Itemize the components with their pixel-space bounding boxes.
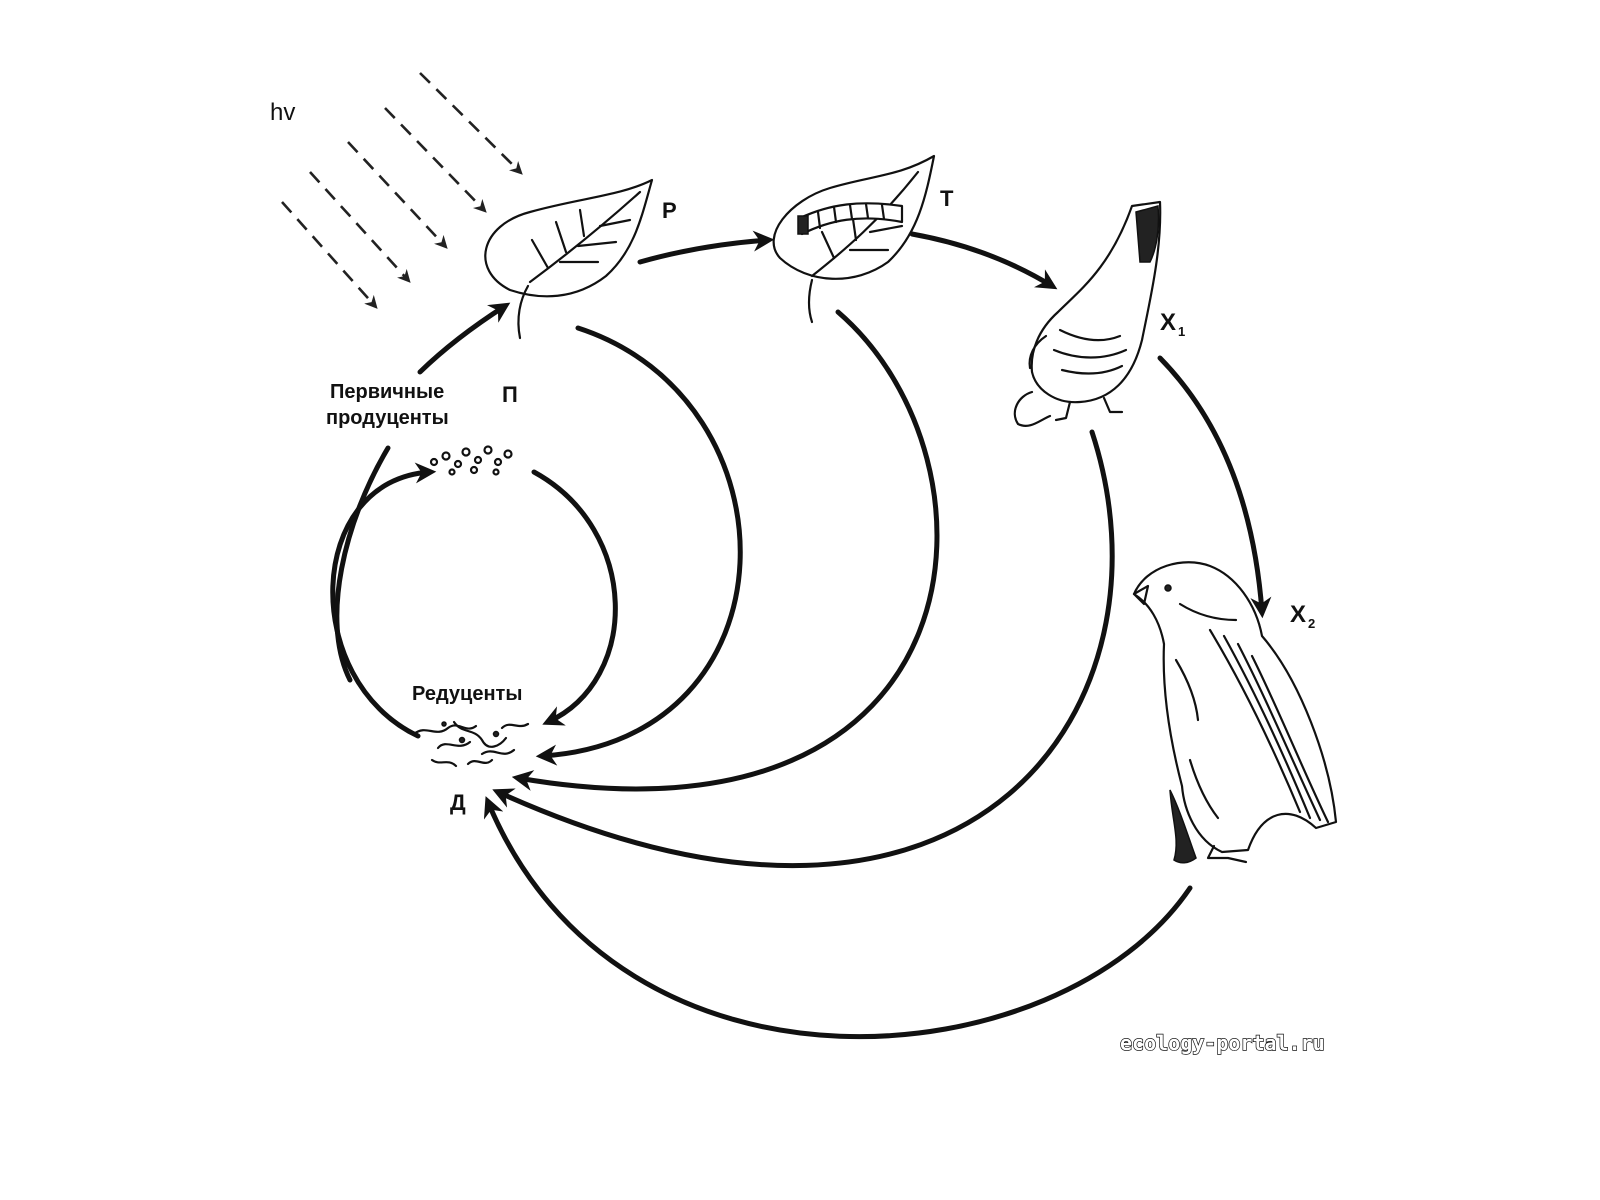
- nutrient-particles-icon: [429, 445, 513, 476]
- light-ray: [347, 141, 448, 249]
- light-label: hv: [270, 99, 295, 126]
- energy-flow-arrows: [330, 230, 1272, 1040]
- plant-label: P: [662, 198, 677, 223]
- caterpillar-body: [797, 202, 904, 236]
- arrow-consumer1-to-consumer2: [1157, 355, 1272, 619]
- watermark: ecology-portal.ru: [1120, 1031, 1325, 1055]
- producers-label-line1: Первичные: [330, 381, 444, 403]
- bird-icon: [1013, 200, 1162, 427]
- light-ray: [309, 171, 411, 283]
- arrow-plant-to-decomposers: [535, 325, 743, 766]
- decomposers-letter-label: Д: [450, 790, 466, 815]
- consumer1-subscript: 1: [1178, 324, 1185, 339]
- light-ray: [419, 72, 523, 175]
- consumer2-label: X: [1290, 601, 1306, 628]
- arrow-nutrients-to-plant: [417, 302, 511, 375]
- sunlight-rays: [281, 72, 523, 309]
- caterpillar-on-leaf-icon: [772, 154, 936, 324]
- producers-label-line2: продуценты: [326, 407, 449, 429]
- light-ray: [281, 201, 378, 309]
- decomposers-icon: [412, 720, 530, 768]
- arrow-producers-to-decomposers-outer: [334, 445, 391, 683]
- nutrients-label: П: [502, 382, 518, 407]
- leaf-icon: [484, 178, 654, 340]
- arrow-herbivore-to-consumer1: [909, 231, 1058, 290]
- arrow-consumer1-to-decomposers: [492, 429, 1115, 869]
- decomposers-label: Редуценты: [412, 683, 522, 705]
- producers-label-group: Первичные продуценты: [326, 381, 449, 429]
- consumer1-label-group: X 1: [1160, 309, 1185, 339]
- arrow-decomposers-to-nutrients: [330, 462, 437, 739]
- consumer2-label-group: X 2: [1290, 601, 1315, 631]
- arrow-plant-to-herbivore: [637, 230, 775, 265]
- eagle-icon: [1132, 561, 1338, 864]
- light-ray: [384, 107, 487, 213]
- herbivore-label: T: [940, 186, 954, 211]
- arrow-consumer2-to-decomposers: [483, 796, 1193, 1040]
- consumer2-subscript: 2: [1308, 616, 1315, 631]
- arrow-herbivore-to-decomposers: [511, 309, 940, 792]
- consumer1-label: X: [1160, 309, 1176, 336]
- arrow-nutrients-to-decomposers: [531, 469, 618, 726]
